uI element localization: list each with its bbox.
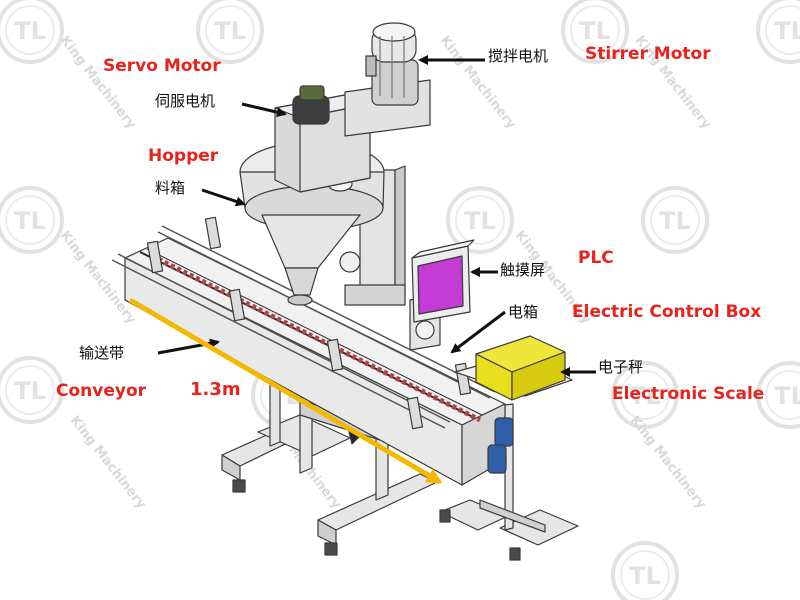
watermark-text: King Machinery	[67, 413, 149, 512]
label-stirrer-motor-cn: 搅拌电机	[488, 47, 549, 65]
label-hopper-cn: 料箱	[155, 179, 186, 197]
leader-servo	[241, 102, 287, 118]
label-electronic-scale-en: Electronic Scale	[612, 384, 765, 404]
watermark-logo-icon	[641, 186, 709, 254]
machine	[111, 22, 579, 561]
main-column	[339, 165, 406, 306]
watermark-logo-icon	[0, 356, 64, 424]
conveyor-chain	[150, 253, 482, 423]
watermark-logo-icon	[0, 186, 64, 254]
scale-stand	[439, 403, 579, 561]
leader-hopper	[201, 188, 246, 207]
watermark-text: King Machinery	[57, 33, 139, 132]
label-electronic-scale-cn: 电子秤	[598, 358, 644, 376]
label-conveyor-length: 1.3m	[190, 379, 241, 400]
watermark-logo-icon	[756, 0, 800, 64]
label-plc-en: PLC	[578, 248, 614, 268]
label-electric-control-box-en: Electric Control Box	[572, 302, 762, 322]
label-conveyor-cn: 输送带	[79, 344, 125, 362]
conveyor-body	[111, 216, 506, 486]
watermark-text: King Machinery	[627, 413, 709, 512]
electronic-scale	[454, 335, 573, 401]
watermark-logo-icon	[0, 0, 64, 64]
left-stand	[221, 377, 438, 556]
leader-lines	[157, 55, 596, 377]
touchscreen	[411, 239, 475, 323]
watermark-logo-icon	[196, 0, 264, 64]
label-electric-control-box-cn: 电箱	[508, 303, 539, 321]
stirrer-motor	[344, 22, 431, 137]
label-servo-motor-en: Servo Motor	[103, 56, 221, 76]
label-servo-motor-cn: 伺服电机	[155, 92, 216, 110]
watermark-logo-icon	[446, 186, 514, 254]
label-hopper-en: Hopper	[148, 146, 219, 166]
dimension-arrow	[128, 297, 443, 485]
label-conveyor-en: Conveyor	[56, 381, 147, 401]
watermark-logo-icon	[611, 541, 679, 600]
leader-ecb	[450, 310, 506, 354]
label-plc-cn: 触摸屏	[500, 261, 546, 279]
label-stirrer-motor-en: Stirrer Motor	[585, 44, 711, 64]
scale-motor	[487, 417, 514, 474]
